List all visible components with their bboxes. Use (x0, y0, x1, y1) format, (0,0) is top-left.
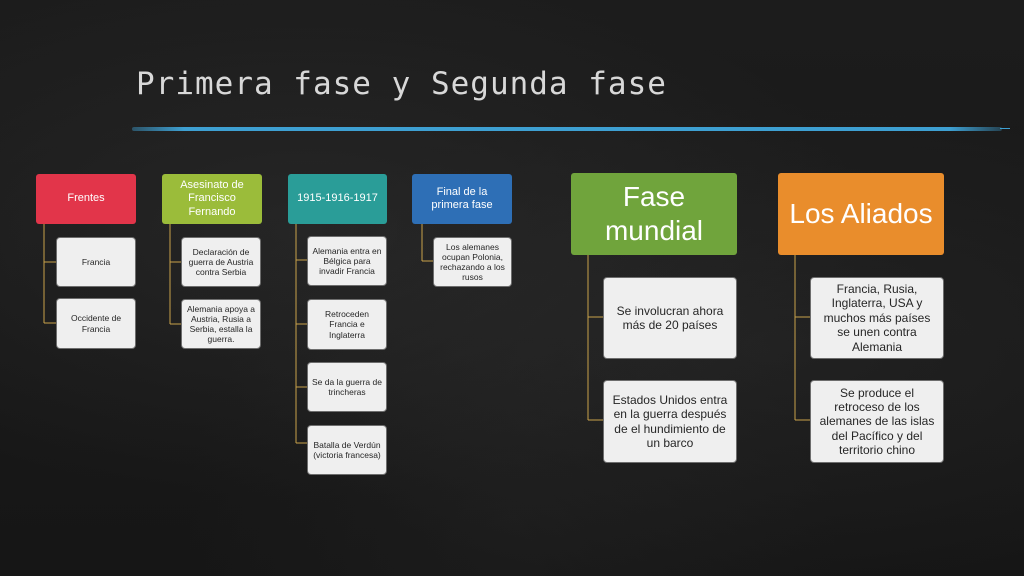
frentes-item-occidente: Occidente de Francia (56, 298, 136, 349)
title-underline (132, 127, 1002, 131)
asesinato-item-declaracion: Declaración de guerra de Austria contra … (181, 237, 261, 287)
aliados-header: Los Aliados (778, 173, 944, 255)
anios-item-belgica: Alemania entra en Bélgica para invadir F… (307, 236, 387, 286)
connector-final (421, 224, 433, 262)
fase-mundial-header: Fase mundial (571, 173, 737, 255)
connector-aliados (794, 255, 810, 421)
aliados-item-union: Francia, Rusia, Inglaterra, USA y muchos… (810, 277, 944, 359)
anios-header: 1915-1916-1917 (288, 174, 387, 224)
final-header: Final de la primera fase (412, 174, 512, 224)
final-item-polonia: Los alemanes ocupan Polonia, rechazando … (433, 237, 512, 287)
frentes-header: Frentes (36, 174, 136, 224)
title-underline-tail (1000, 128, 1010, 129)
connector-anios (295, 224, 307, 444)
connector-asesinato (169, 224, 181, 325)
anios-item-retroceden: Retroceden Francia e Inglaterra (307, 299, 387, 350)
asesinato-header: Asesinato de Francisco Fernando (162, 174, 262, 224)
connector-frentes (43, 224, 56, 324)
fase-mundial-item-usa: Estados Unidos entra en la guerra despué… (603, 380, 737, 463)
connector-fase-mundial (587, 255, 603, 421)
anios-item-trincheras: Se da la guerra de trincheras (307, 362, 387, 412)
frentes-item-francia: Francia (56, 237, 136, 287)
anios-item-verdun: Batalla de Verdún (victoria francesa) (307, 425, 387, 475)
slide-title: Primera fase y Segunda fase (136, 66, 667, 102)
fase-mundial-item-paises: Se involucran ahora más de 20 países (603, 277, 737, 359)
aliados-item-retroceso: Se produce el retroceso de los alemanes … (810, 380, 944, 463)
asesinato-item-alemania-apoya: Alemania apoya a Austria, Rusia a Serbia… (181, 299, 261, 349)
